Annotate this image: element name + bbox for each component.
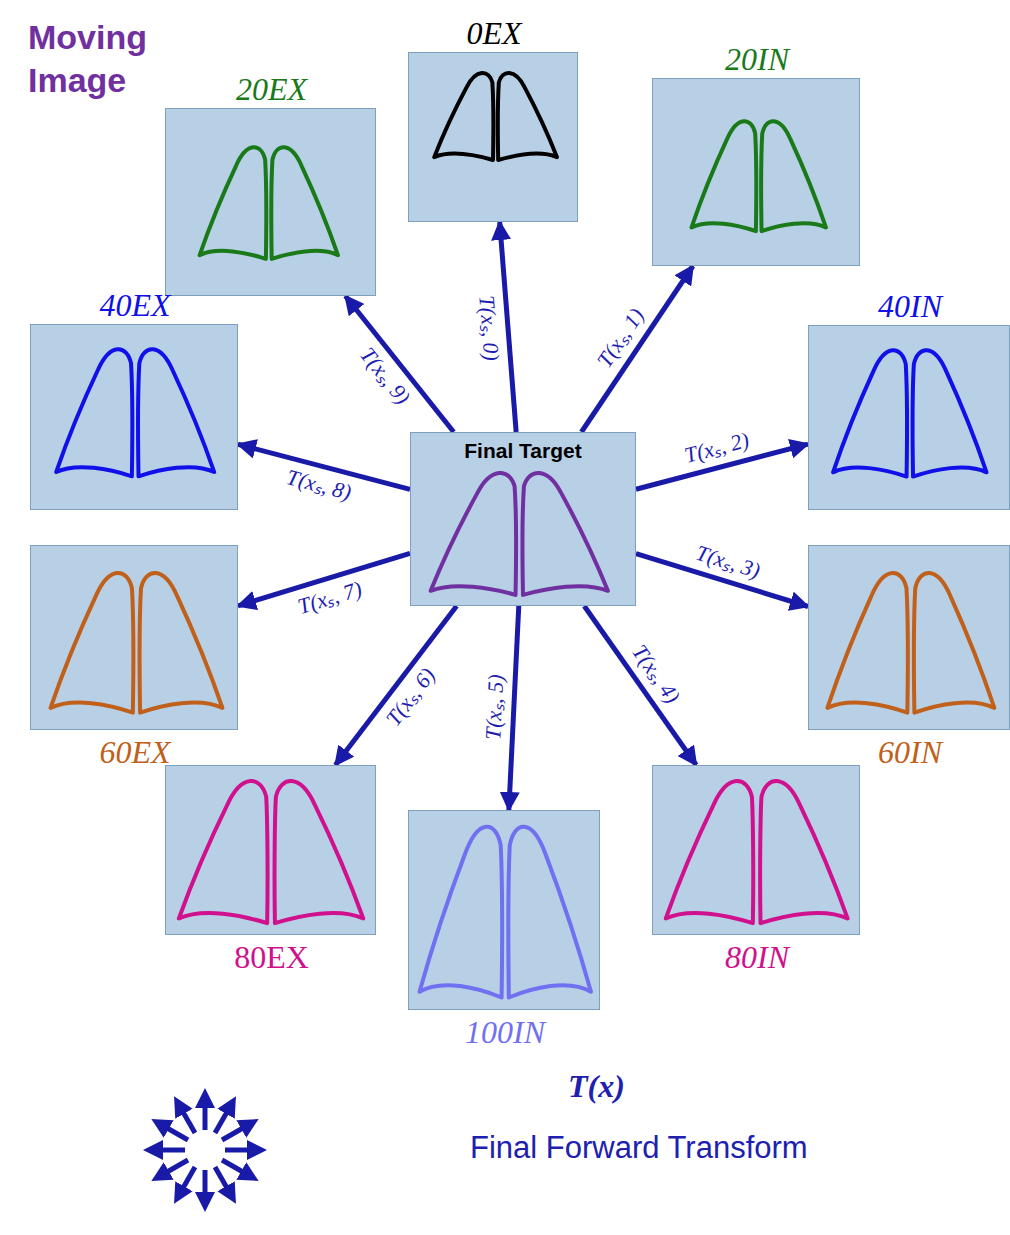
phase-label: 80IN <box>725 940 789 975</box>
transform-label: T(xₛ, 6) <box>382 664 441 731</box>
lung-outline <box>829 343 991 484</box>
transform-label: T(xₛ, 7) <box>295 577 365 619</box>
transform-label: T(xₛ, 1) <box>593 304 650 372</box>
figure-title: Moving Image <box>28 16 178 101</box>
lung-outline <box>426 466 613 602</box>
moving-image-box: 20EX <box>165 108 376 296</box>
transform-arrow <box>345 296 453 432</box>
transform-label: T(xₛ, 8) <box>284 465 354 505</box>
moving-image-box: 20IN <box>652 78 860 266</box>
transform-arrow <box>584 606 696 765</box>
transform-arrow <box>335 606 456 765</box>
transform-label: T(xₛ, 4) <box>627 641 685 709</box>
lung-outline <box>196 141 342 265</box>
transform-arrow <box>509 606 519 810</box>
transform-arrow <box>500 222 516 432</box>
moving-image-box: 60IN <box>808 545 1010 730</box>
starburst-icon <box>153 1098 257 1202</box>
lung-outline <box>661 773 852 931</box>
lung-outline <box>174 773 368 931</box>
phase-label: 20IN <box>725 42 789 77</box>
transform-label: T(xₛ, 5) <box>481 674 508 741</box>
transform-symbol: T(x) <box>568 1068 625 1105</box>
moving-image-box: 60EX <box>30 545 238 730</box>
moving-image-box: 80EX <box>165 765 376 935</box>
phase-label: 20EX <box>236 72 307 107</box>
lung-outline <box>52 342 218 483</box>
lung-outline <box>823 565 999 720</box>
moving-image-box: 40IN <box>808 325 1010 510</box>
transform-label: T(xₛ, 2) <box>682 428 752 468</box>
lung-outline <box>415 817 595 1007</box>
lung-outline <box>688 115 829 237</box>
transform-label: T(xₛ, 9) <box>355 343 415 409</box>
phase-label: 80EX <box>234 940 309 975</box>
transform-caption: Final Forward Transform <box>470 1130 808 1166</box>
phase-label: 40EX <box>99 288 170 323</box>
lung-outline <box>46 565 227 720</box>
transform-label: T(xₛ, 0) <box>474 295 503 362</box>
transform-arrow <box>581 266 692 432</box>
moving-image-box: 40EX <box>30 324 238 510</box>
phase-label: 60IN <box>878 735 942 770</box>
target-image-box: Final Target <box>410 432 636 606</box>
box-title: Final Target <box>411 433 635 463</box>
moving-image-box: 0EX <box>408 52 578 222</box>
phase-label: 40IN <box>878 289 942 324</box>
moving-image-box: 100IN <box>408 810 600 1010</box>
transform-label: T(xₛ, 3) <box>693 541 763 583</box>
lung-outline <box>431 68 560 165</box>
phase-label: 0EX <box>466 16 521 51</box>
phase-label: 100IN <box>465 1015 545 1050</box>
moving-image-box: 80IN <box>652 765 860 935</box>
phase-label: 60EX <box>99 735 170 770</box>
